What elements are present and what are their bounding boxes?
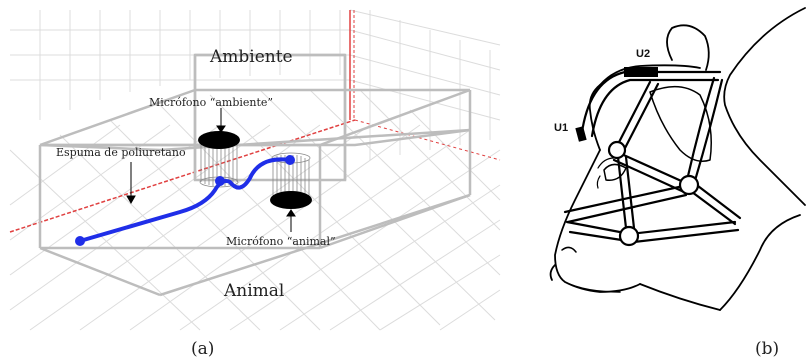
annotation-arrows	[126, 108, 296, 232]
caption-b: (b)	[755, 339, 779, 359]
panel-a: Ambiente Animal Micrófono “ambiente” Mic…	[9, 9, 501, 359]
perspective-grid	[9, 9, 501, 331]
halter-ring-middle	[678, 174, 700, 196]
label-u2: U2	[636, 48, 650, 60]
tube-endpoint-right	[285, 155, 295, 165]
label-mic-ambiente: Micrófono “ambiente”	[149, 96, 273, 109]
sensor-u1	[575, 126, 587, 142]
enclosure-box-edges	[38, 53, 472, 297]
label-animal: Animal	[223, 281, 284, 301]
label-espuma: Espuma de poliuretano	[56, 146, 186, 159]
halter	[563, 70, 742, 244]
label-u1: U1	[554, 122, 568, 134]
tube-junction	[215, 176, 225, 186]
tube-endpoint-left	[75, 236, 85, 246]
blue-tube	[75, 155, 295, 246]
microphone-animal	[270, 152, 312, 209]
enclosure-box	[39, 53, 471, 182]
caption-a: (a)	[191, 339, 214, 359]
cow-head-outline	[723, 7, 806, 206]
red-axes	[9, 10, 501, 233]
ear	[666, 24, 710, 71]
label-mic-animal: Micrófono “animal”	[226, 235, 336, 248]
panel-b	[549, 7, 806, 311]
halter-ring-upper	[607, 140, 627, 160]
halter-ring-lower	[618, 225, 640, 247]
label-ambiente: Ambiente	[209, 47, 293, 67]
eye	[603, 163, 627, 181]
microphone-ambiente	[198, 131, 240, 188]
sensor-u2	[624, 67, 658, 77]
